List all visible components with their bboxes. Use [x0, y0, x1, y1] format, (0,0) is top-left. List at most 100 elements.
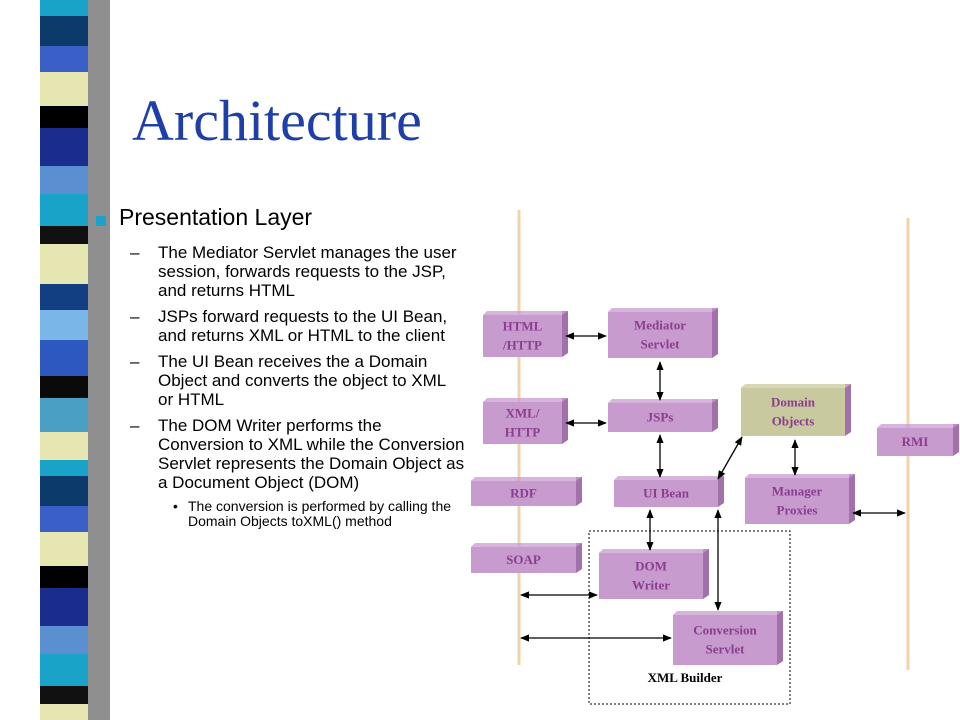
- box-shadow: [849, 474, 855, 524]
- box-top: [483, 398, 568, 402]
- box-face: [877, 428, 953, 456]
- box-face: [483, 315, 562, 357]
- bullet-text: The Mediator Servlet manages the user se…: [158, 243, 457, 300]
- box-label: Writer: [632, 578, 670, 593]
- box-label: SOAP: [506, 552, 541, 567]
- stripe-band: [40, 704, 88, 720]
- xml-builder-group: [588, 530, 791, 705]
- stripe-band: [40, 72, 88, 106]
- box-label: DOM: [635, 559, 667, 574]
- box-top: [483, 311, 568, 315]
- box-shadow: [712, 399, 718, 432]
- box-label: Domain: [771, 395, 816, 410]
- bullet-list: – The Mediator Servlet manages the user …: [130, 243, 465, 529]
- stripe-band: [40, 166, 88, 194]
- box-top: [614, 476, 724, 480]
- box-face: [673, 615, 777, 665]
- stripe-band: [40, 194, 88, 226]
- stripe-band: [40, 686, 88, 704]
- xml-builder-label: XML Builder: [648, 670, 723, 685]
- stripe-band: [40, 432, 88, 460]
- box-label: HTTP: [505, 425, 540, 440]
- box-shadow: [703, 549, 709, 599]
- bullet-item: – The UI Bean receives the a Domain Obje…: [130, 352, 465, 409]
- sub-bullet-item: • The conversion is performed by calling…: [130, 499, 465, 529]
- stripe-band: [40, 340, 88, 376]
- box-shadow: [777, 611, 783, 665]
- stripe-band: [40, 376, 88, 398]
- stripe-band: [40, 46, 88, 72]
- bullet-text: The UI Bean receives the a Domain Object…: [158, 352, 446, 409]
- stripe-band: [40, 506, 88, 532]
- box-shadow: [953, 424, 959, 456]
- dot-marker: •: [173, 498, 178, 514]
- dash-marker: –: [130, 416, 140, 435]
- box-face: [741, 388, 845, 436]
- stripe-band: [40, 226, 88, 244]
- stripe-band: [40, 128, 88, 166]
- soap-box: SOAP: [471, 543, 582, 573]
- box-label: RDF: [510, 486, 537, 501]
- sub-bullet-text: The conversion is performed by calling t…: [188, 498, 452, 529]
- stripe-band: [40, 476, 88, 506]
- box-label: RMI: [902, 434, 929, 449]
- box-label: Proxies: [777, 503, 818, 518]
- box-shadow: [562, 311, 568, 357]
- box-label: Mediator: [634, 318, 686, 333]
- box-top: [877, 424, 959, 428]
- box-label: Manager: [772, 484, 823, 499]
- box-top: [608, 308, 718, 312]
- bullet-square-icon: [96, 216, 106, 226]
- stripe-band: [40, 284, 88, 310]
- box-face: [614, 480, 718, 507]
- rdf-box: RDF: [471, 477, 582, 506]
- box-top: [471, 477, 582, 481]
- stripe-band: [40, 532, 88, 566]
- box-face: [599, 553, 703, 599]
- box-shadow: [576, 543, 582, 573]
- box-shadow: [718, 476, 724, 507]
- box-label: Servlet: [641, 337, 681, 352]
- box-shadow: [562, 398, 568, 444]
- dash-marker: –: [130, 352, 140, 371]
- stripe-band: [40, 310, 88, 340]
- stripe-shadow: [88, 0, 110, 720]
- decorative-stripe: [40, 0, 110, 720]
- box-face: [608, 403, 712, 432]
- rmi-box: RMI: [877, 424, 959, 456]
- box-shadow: [845, 384, 851, 436]
- stripe-band: [40, 398, 88, 432]
- section-heading: Presentation Layer: [119, 204, 313, 230]
- ui-bean-box: UI Bean: [614, 476, 724, 507]
- stripe-band: [40, 16, 88, 46]
- stripe-band: [40, 0, 88, 16]
- bullet-text: JSPs forward requests to the UI Bean, an…: [158, 307, 448, 345]
- box-top: [471, 543, 582, 547]
- box-top: [745, 474, 855, 478]
- box-face: [745, 478, 849, 524]
- dash-marker: –: [130, 307, 140, 326]
- stripe-band: [40, 566, 88, 588]
- stripe-band: [40, 654, 88, 686]
- box-label: Objects: [772, 414, 815, 429]
- bullet-item: – JSPs forward requests to the UI Bean, …: [130, 307, 465, 345]
- box-label: JSPs: [647, 410, 674, 425]
- box-face: [471, 547, 576, 573]
- dash-marker: –: [130, 243, 140, 262]
- box-face: [483, 402, 562, 444]
- bullet-item: – The DOM Writer performs the Conversion…: [130, 416, 465, 492]
- jsps-box: JSPs: [608, 399, 718, 432]
- box-shadow: [576, 477, 582, 506]
- box-top: [599, 549, 709, 553]
- box-label: UI Bean: [643, 486, 690, 501]
- dom-writer-box: DOM Writer: [599, 549, 709, 599]
- box-top: [741, 384, 851, 388]
- stripe-band: [40, 106, 88, 128]
- box-shadow: [712, 308, 718, 358]
- bullet-item: – The Mediator Servlet manages the user …: [130, 243, 465, 300]
- box-label: Servlet: [706, 642, 746, 657]
